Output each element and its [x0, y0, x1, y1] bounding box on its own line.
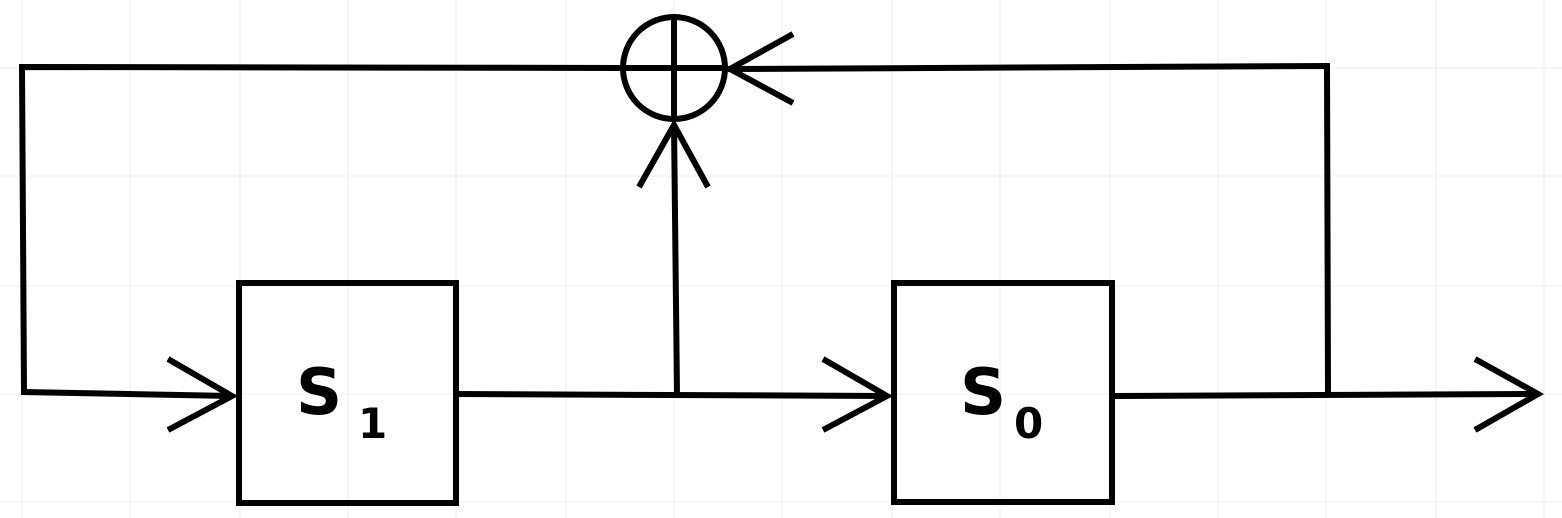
arrowhead-into-s1 — [166, 356, 239, 433]
block-s0-label: S 0 — [960, 356, 1043, 448]
block-s0-subscript: 0 — [1014, 399, 1043, 448]
arrowhead-output — [1473, 356, 1545, 433]
arrowhead-into-s0 — [821, 356, 894, 433]
feedback-wire-right — [727, 62, 1331, 393]
block-s1-label: S 1 — [296, 356, 387, 448]
wire-tap-to-sum — [671, 123, 680, 395]
block-s1-subscript: 1 — [358, 399, 387, 448]
block-s0-border — [891, 280, 1115, 505]
block-s0: S 0 — [891, 280, 1115, 505]
output-wire — [1114, 391, 1537, 399]
summing-junction — [620, 14, 728, 122]
block-s1: S 1 — [236, 280, 459, 506]
feedback-wire-left — [18, 63, 625, 399]
arrowhead-into-sum-bottom — [636, 118, 711, 189]
wire-s1-to-s0 — [457, 391, 887, 399]
block-s0-main: S — [960, 356, 1006, 430]
block-s1-main: S — [296, 356, 342, 430]
arrowhead-into-sum-right — [723, 31, 795, 106]
block-s1-border — [236, 280, 459, 506]
